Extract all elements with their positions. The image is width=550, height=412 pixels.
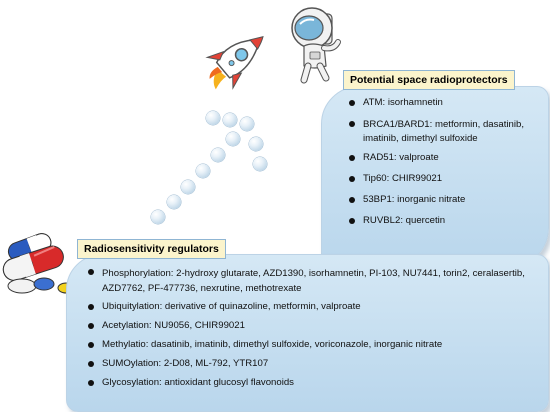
bubble: [196, 164, 210, 178]
list-item: RUVBL2: quercetin: [347, 215, 543, 227]
list-item: RAD51: valproate: [347, 152, 543, 164]
bubble: [211, 148, 225, 162]
bubble: [253, 157, 267, 171]
rocket-icon: [205, 36, 264, 90]
list-item: Methylatio: dasatinib, imatinib, dimethy…: [86, 339, 544, 351]
list-item: BRCA1/BARD1: metformin, dasatinib, imati…: [347, 118, 543, 146]
list-item: Tip60: CHIR99021: [347, 173, 543, 185]
regulators-title: Radiosensitivity regulators: [77, 239, 226, 259]
list-item: Phosphorylation: 2-hydroxy glutarate, AZ…: [86, 266, 544, 296]
bubble: [206, 111, 220, 125]
bubble: [249, 137, 263, 151]
list-item: Acetylation: NU9056, CHIR99021: [86, 320, 544, 332]
bubble: [226, 132, 240, 146]
radioprotectors-list: ATM: isorhamnetin BRCA1/BARD1: metformin…: [347, 97, 543, 236]
list-item: Glycosylation: antioxidant glucosyl flav…: [86, 377, 544, 389]
bubble: [151, 210, 165, 224]
bubble: [223, 113, 237, 127]
radioprotectors-title: Potential space radioprotectors: [343, 70, 515, 90]
list-item: Ubiquitylation: derivative of quinazolin…: [86, 301, 544, 313]
list-item: ATM: isorhamnetin: [347, 97, 543, 109]
bubble: [181, 180, 195, 194]
pills-icon: [2, 233, 75, 294]
bubble: [240, 117, 254, 131]
regulators-list: Phosphorylation: 2-hydroxy glutarate, AZ…: [86, 266, 544, 396]
list-item: 53BP1: inorganic nitrate: [347, 194, 543, 206]
bubble: [167, 195, 181, 209]
radioprotectors-panel: [321, 86, 549, 268]
list-item: SUMOylation: 2-D08, ML-792, YTR107: [86, 358, 544, 370]
astronaut-icon: [291, 7, 341, 84]
